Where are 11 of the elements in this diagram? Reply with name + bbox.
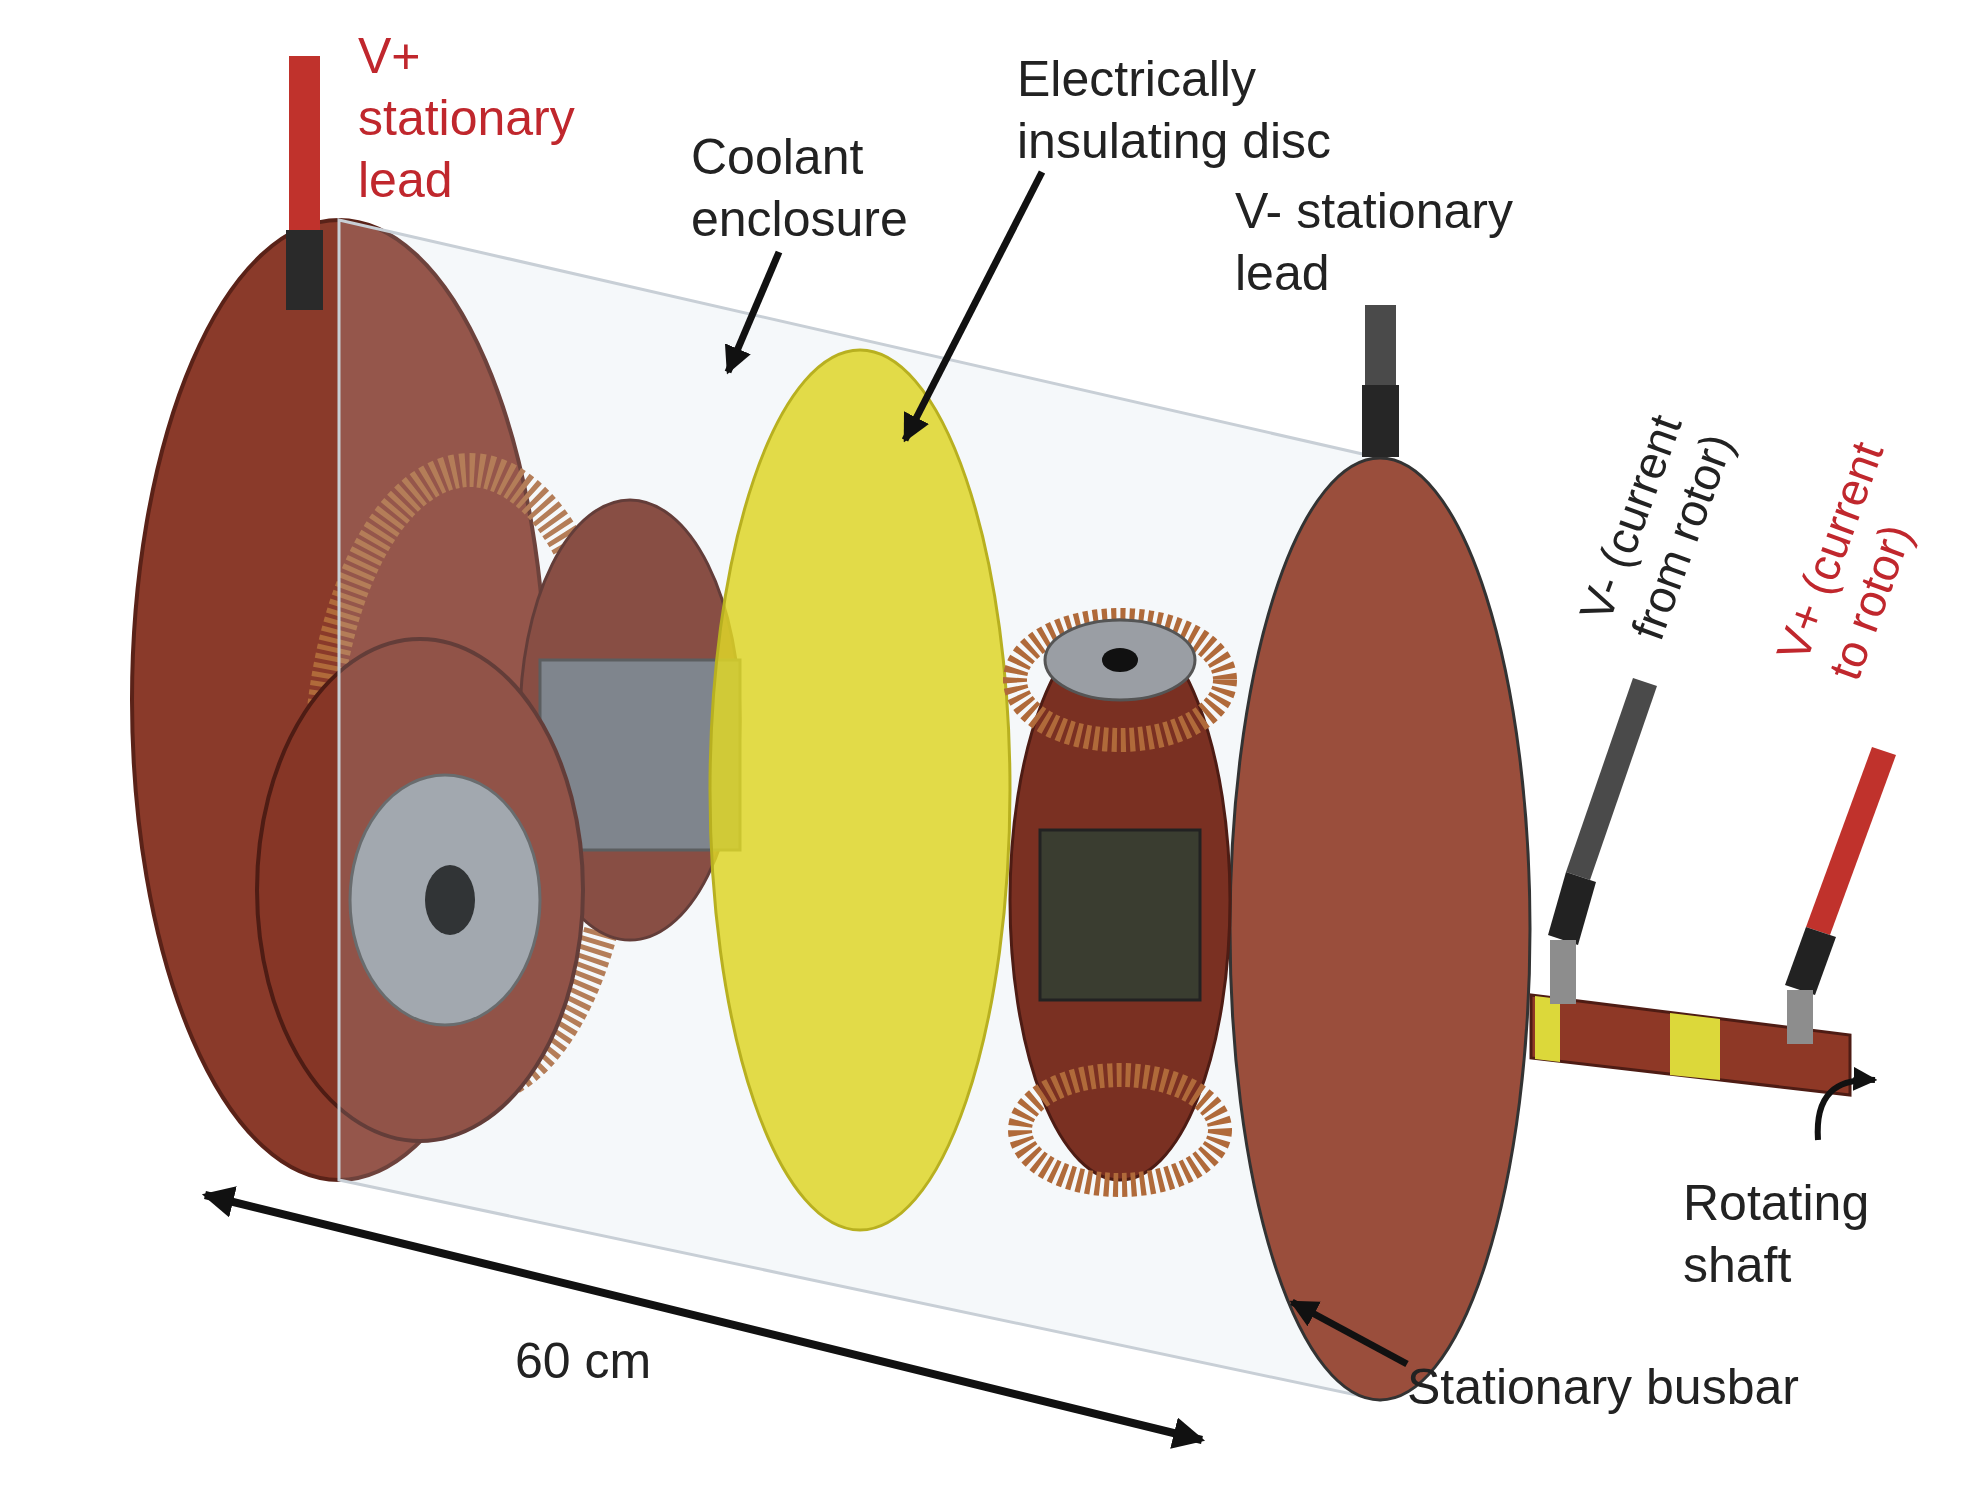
leader-line [901,170,1046,443]
callout-text: Electrically insulating disc [1017,48,1407,172]
leader-line [724,250,783,375]
lead-label: V- stationary lead [1235,182,1514,303]
callout-text: Stationary busbar [1407,1356,1827,1418]
callout-text: Coolant enclosure [691,126,981,250]
lead-label: V+ stationary lead [358,27,576,210]
part-label: Rotating shaft [1683,1174,1871,1295]
leader-line [1289,1298,1409,1368]
insulating-disc [708,348,1012,1232]
dimension-label: 60 cm [515,1332,653,1391]
